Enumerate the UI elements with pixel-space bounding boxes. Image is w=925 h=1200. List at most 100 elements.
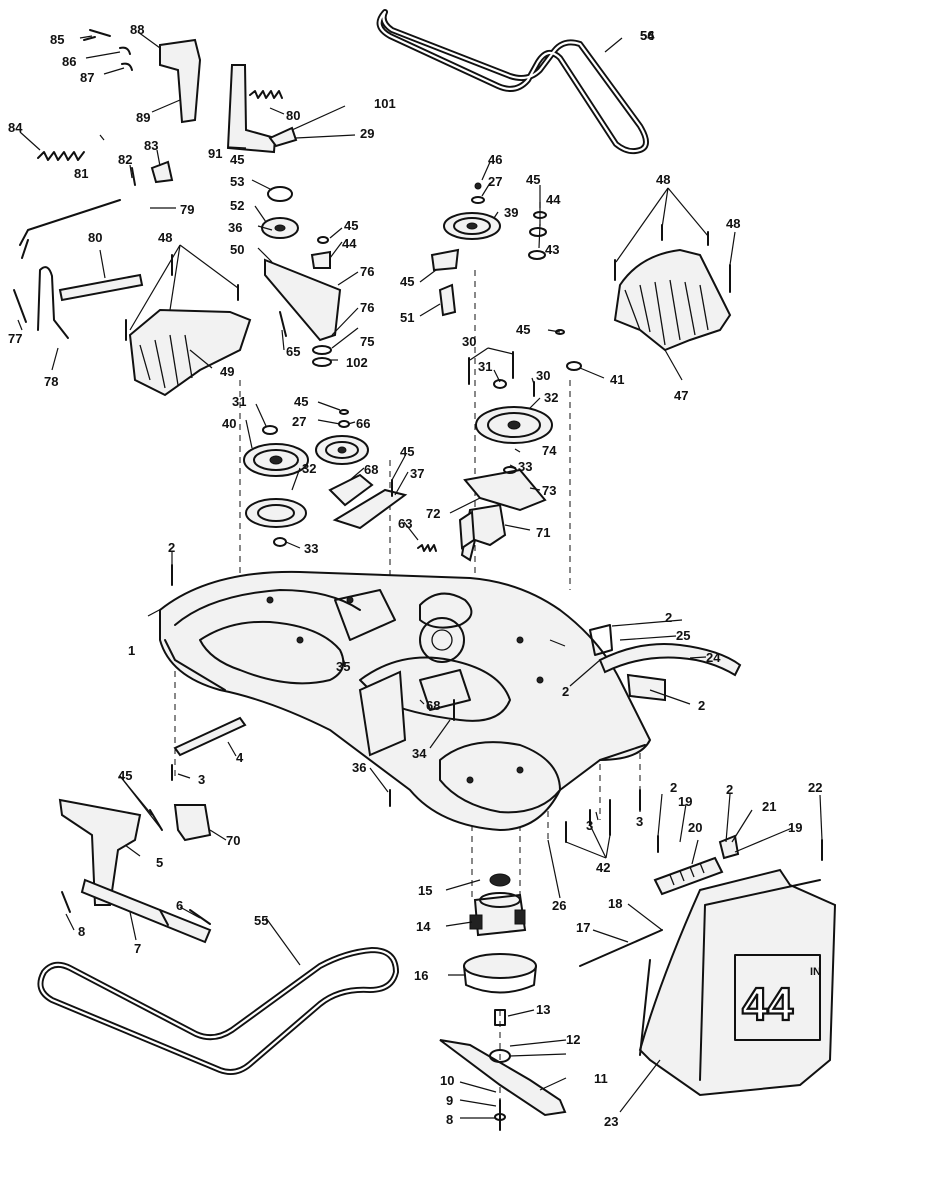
arm-24: [598, 643, 742, 702]
leader-lines: [17, 31, 823, 1119]
pulley-52: [261, 217, 299, 239]
pulley-40: [243, 443, 309, 477]
callout-label: 14: [416, 919, 431, 934]
callout-label: 85: [50, 32, 64, 47]
callout-label: 2: [726, 782, 733, 797]
callout-label: 29: [360, 126, 374, 141]
callout-label: 44: [546, 192, 561, 207]
mower-deck: [159, 570, 652, 832]
callout-label: 23: [604, 1114, 618, 1129]
callout-label: 36: [352, 760, 366, 775]
callout-label: 22: [808, 780, 822, 795]
callout-label: 32: [544, 390, 558, 405]
bracket-87-88: [159, 38, 202, 124]
callout-label: 74: [542, 443, 557, 458]
bracket-5: [58, 798, 142, 906]
pulley-32-right: [475, 406, 553, 444]
spring-56: [417, 544, 437, 552]
callout-label: 45: [516, 322, 530, 337]
callout-label: 48: [656, 172, 670, 187]
right-belt-guard: [613, 248, 732, 352]
callout-label: 36: [228, 220, 242, 235]
callout-label: 3: [586, 818, 593, 833]
spring-90: [249, 90, 283, 99]
callout-label: 8: [78, 924, 85, 939]
callout-label: 83: [144, 138, 158, 153]
bar-7: [80, 878, 212, 944]
callout-label: 2: [670, 780, 677, 795]
callout-label: 25: [676, 628, 690, 643]
pulley-32-left: [245, 498, 307, 528]
callout-label: 68: [364, 462, 378, 477]
callout-label: 45: [118, 768, 132, 783]
callout-label: 33: [518, 459, 532, 474]
spindle-assembly: [463, 873, 537, 1026]
callout-label: 30: [462, 334, 476, 349]
callout-label: 77: [8, 331, 22, 346]
callout-label: 32: [302, 461, 316, 476]
callout-label: 45: [294, 394, 308, 409]
callout-label: 18: [608, 896, 622, 911]
callout-label: 2: [698, 698, 705, 713]
rod-17: [579, 929, 663, 967]
callout-label: 72: [426, 506, 440, 521]
bracket-51: [438, 283, 457, 317]
callout-label: 39: [504, 205, 518, 220]
lever-77: [37, 266, 69, 339]
callout-label: 2: [168, 540, 175, 555]
bracket-45-small: [430, 248, 460, 272]
callout-label: 45: [400, 274, 414, 289]
callout-label: 31: [478, 359, 492, 374]
callout-label: 47: [674, 388, 688, 403]
callout-label: 65: [286, 344, 300, 359]
callout-label: 5: [156, 855, 163, 870]
callout-label: 48: [726, 216, 740, 231]
discharge-chute: 44 IN: [638, 868, 837, 1097]
callout-label: 89: [136, 110, 150, 125]
callout-label: 45: [344, 218, 358, 233]
callout-label: 80: [286, 108, 300, 123]
callout-label: 55: [254, 913, 268, 928]
hardware: [13, 29, 823, 1121]
callout-label: 19: [788, 820, 802, 835]
callout-label: 48: [158, 230, 172, 245]
callout-label: 52: [230, 198, 244, 213]
left-belt-guard: [128, 308, 252, 397]
decal-text: 44: [742, 978, 794, 1030]
callout-label: 51: [400, 310, 414, 325]
callout-label: 73: [542, 483, 556, 498]
callout-label: 33: [304, 541, 318, 556]
callout-label: 41: [610, 372, 624, 387]
callout-label: 102: [346, 355, 368, 370]
callout-label: 7: [134, 941, 141, 956]
callout-label: 42: [596, 860, 610, 875]
callout-label: 88: [130, 22, 144, 37]
callout-label: 35: [336, 659, 350, 674]
callout-label: 3: [198, 772, 205, 787]
callout-label: 19: [678, 794, 692, 809]
callout-label: 27: [292, 414, 306, 429]
callout-label: 68: [426, 698, 440, 713]
callout-label: 2: [562, 684, 569, 699]
callout-label: 20: [688, 820, 702, 835]
callout-label: 45: [400, 444, 414, 459]
callout-label: 46: [488, 152, 502, 167]
callout-label: 49: [220, 364, 234, 379]
pulley-53: [267, 186, 293, 202]
callout-label: 9: [446, 1093, 453, 1108]
callout-label: 44: [342, 236, 357, 251]
callout-label: 82: [118, 152, 132, 167]
callout-label: 45: [230, 152, 244, 167]
callout-label: 43: [545, 242, 559, 257]
idler-arm-72: [463, 468, 547, 512]
callout-label: 91: [208, 146, 222, 161]
callout-label: 27: [488, 174, 502, 189]
callout-label: 21: [762, 799, 776, 814]
lever-89: [226, 64, 277, 154]
callout-label: 30: [536, 368, 550, 383]
callout-label: 101: [374, 96, 396, 111]
callout-label: 16: [414, 968, 428, 983]
callout-label: 79: [180, 202, 194, 217]
callout-label: 37: [410, 466, 424, 481]
callout-label: 15: [418, 883, 432, 898]
